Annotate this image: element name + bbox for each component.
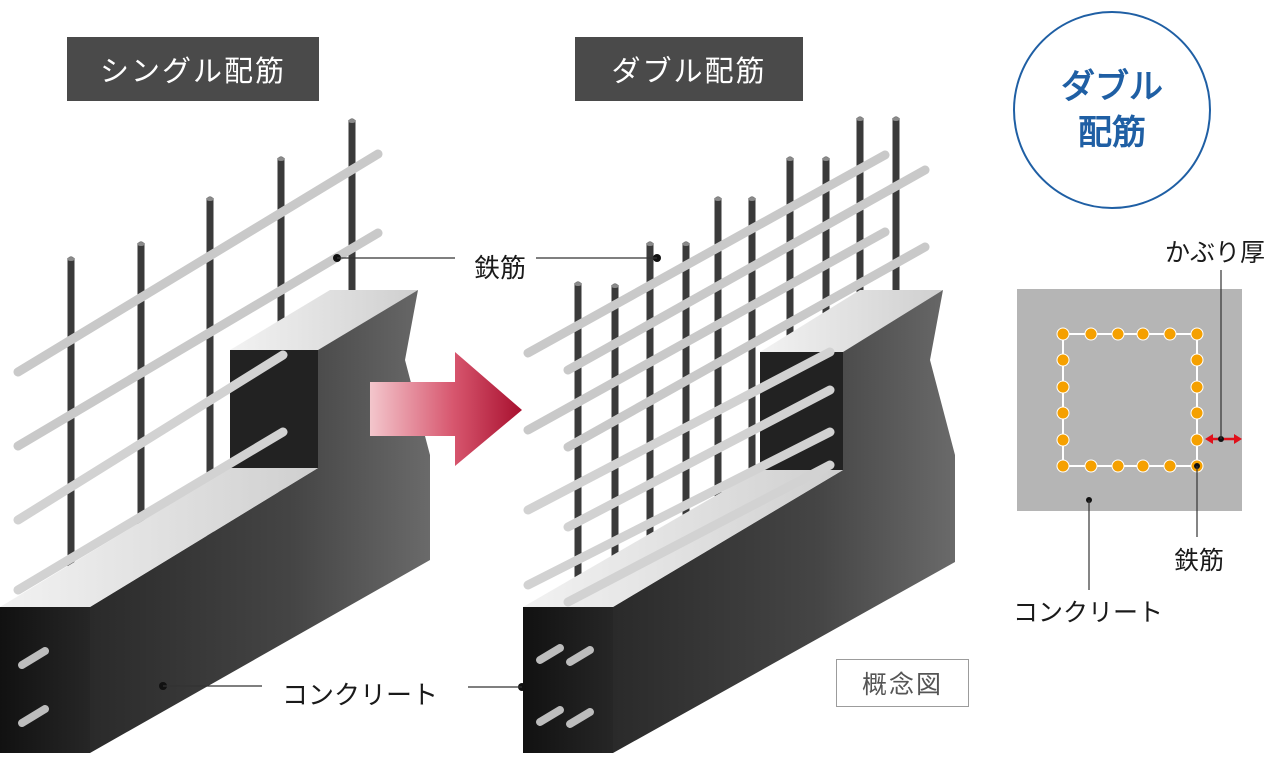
cover-thickness-label: かぶり厚: [1165, 238, 1266, 267]
single-wall: [0, 118, 455, 753]
double-vertical-rebars: [574, 116, 900, 594]
double-horizontal-rebars-front: [523, 347, 835, 607]
double-rebar-badge: ダブル 配筋: [1013, 11, 1211, 209]
section-concrete-label: コンクリート: [1013, 598, 1164, 627]
double-rebar-title: ダブル配筋: [575, 37, 803, 101]
section-rebar-dots: [1056, 327, 1204, 473]
concept-diagram-badge: 概念図: [836, 659, 969, 707]
rebar-label: 鉄筋: [474, 254, 527, 284]
single-horizontal-rebars-back: [13, 149, 383, 451]
single-rebar-title: シングル配筋: [67, 37, 319, 101]
single-horizontal-rebars-front: [13, 350, 288, 595]
double-wall: [468, 116, 955, 753]
transition-arrow: [370, 352, 522, 466]
section-rebar-label: 鉄筋: [1174, 546, 1225, 575]
concrete-label: コンクリート: [282, 681, 439, 711]
double-horizontal-rebars-back: [523, 150, 930, 452]
badge-line2: 配筋: [1078, 113, 1146, 153]
cross-section: [1017, 270, 1242, 590]
badge-line1: ダブル: [1061, 67, 1163, 107]
